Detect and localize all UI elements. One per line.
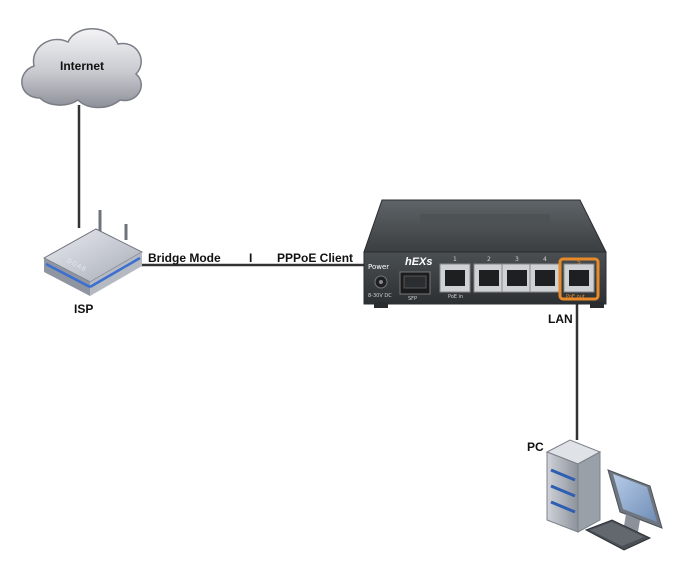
router-port-1-number: 1: [453, 256, 457, 263]
pppoe-client-label: PPPoE Client: [277, 251, 354, 265]
router-dc-label: 8-30V DC: [368, 293, 392, 299]
ethernet-ports: [439, 257, 600, 301]
isp-modem-icon: [42, 210, 144, 296]
internet-cloud-icon: [21, 28, 142, 109]
router-poe-out-label: PoE out: [566, 294, 585, 300]
router-port-4-number: 4: [543, 256, 547, 263]
router-power-label: Power: [368, 263, 390, 271]
bridge-mode-label: Bridge Mode: [148, 251, 221, 265]
router-brand-logo: hEXs: [405, 256, 433, 268]
router-port-2-number: 2: [487, 256, 491, 263]
pc-icon: [545, 439, 663, 551]
isp-label: ISP: [74, 302, 94, 316]
lan-label: LAN: [548, 312, 573, 326]
router-port-3-number: 3: [515, 256, 519, 263]
router-port-5-number: 5: [577, 259, 581, 266]
pc-label: PC: [527, 440, 544, 454]
router-icon: [363, 199, 607, 308]
router-sfp-label: SFP: [408, 296, 418, 302]
router-poe-in-label: PoE in: [448, 294, 464, 300]
link-separator: I: [249, 251, 253, 265]
internet-label: Internet: [60, 59, 105, 73]
